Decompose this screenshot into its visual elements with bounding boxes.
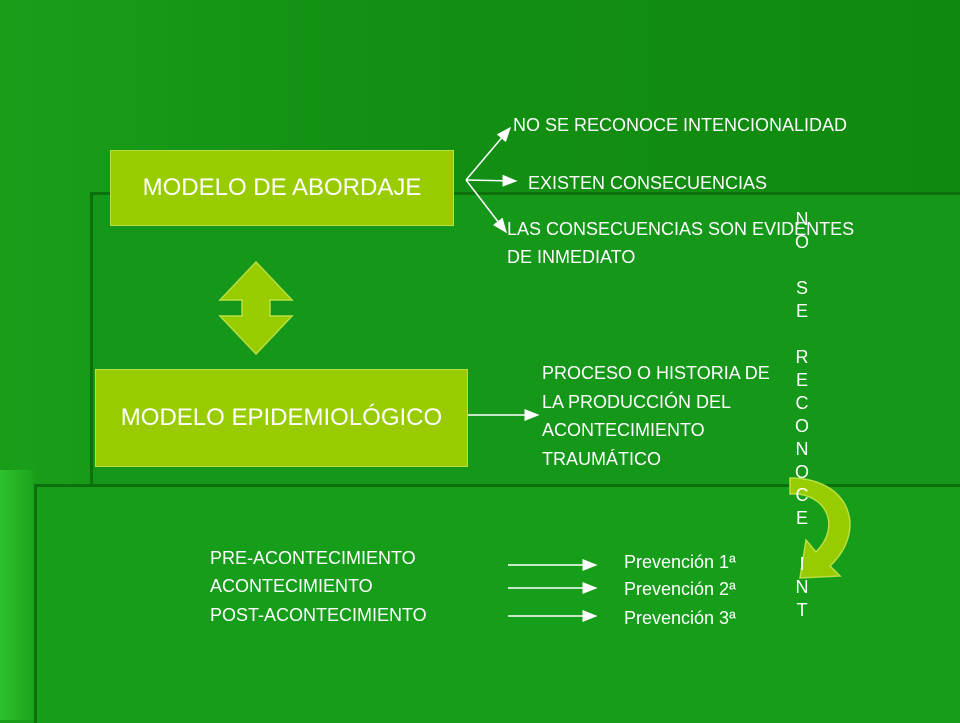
vertical-letter: T [796,600,808,620]
prevention-2: Prevención 2ª [624,579,736,599]
phase-during: ACONTECIMIENTO [210,576,373,596]
left-glow-strip [0,470,34,720]
prevention-3: Prevención 3ª [624,608,736,628]
vertical-letter: N [795,439,809,459]
branch-text-2: EXISTEN CONSECUENCIAS [528,173,768,193]
modelo-abordaje-box: MODELO DE ABORDAJE [110,150,454,226]
phase-post: POST-ACONTECIMIENTO [210,605,427,625]
vertical-letter: E [795,370,808,390]
background-panel-lower [34,484,960,723]
double-arrow-icon [218,260,294,356]
branch-arrow-3 [465,179,507,234]
vertical-letter: N [795,209,809,229]
vertical-letter: C [795,485,809,505]
branch-text-4: DE INMEDIATO [507,247,636,267]
branch-text-1: NO SE RECONOCE INTENCIONALIDAD [513,115,848,135]
prevention-1: Prevención 1ª [624,552,736,572]
vertical-letter: E [795,508,808,528]
vertical-letter: O [794,416,809,436]
vertical-letter: C [795,393,809,413]
branch-text-3: LAS CONSECUENCIAS SON EVIDENTES [507,219,855,239]
vertical-letter: R [795,347,809,367]
curved-arrow-icon [789,477,851,579]
modelo-epidemiologico-box: MODELO EPIDEMIOLÓGICO [95,369,468,467]
vertical-letter: O [794,462,809,482]
modelo-epidemiologico-label: MODELO EPIDEMIOLÓGICO [120,404,443,431]
branch-arrow-2 [465,174,518,187]
vertical-letter [792,254,812,277]
branch-arrow-1 [465,126,511,181]
vertical-letter [792,530,812,553]
vertical-letter [792,323,812,346]
phase-pre: PRE-ACONTECIMIENTO [210,548,416,568]
vertical-letter: N [795,577,809,597]
process-line-3: ACONTECIMIENTO [542,420,705,440]
vertical-letter: S [795,278,808,298]
vertical-letter: E [795,301,808,321]
modelo-abordaje-label: MODELO DE ABORDAJE [142,174,422,201]
process-line-1: PROCESO O HISTORIA DE [542,363,770,383]
vertical-letter: I [799,554,805,574]
process-line-4: TRAUMÁTICO [542,449,661,469]
process-line-2: LA PRODUCCIÓN DEL [542,392,732,412]
vertical-letter: O [794,232,809,252]
